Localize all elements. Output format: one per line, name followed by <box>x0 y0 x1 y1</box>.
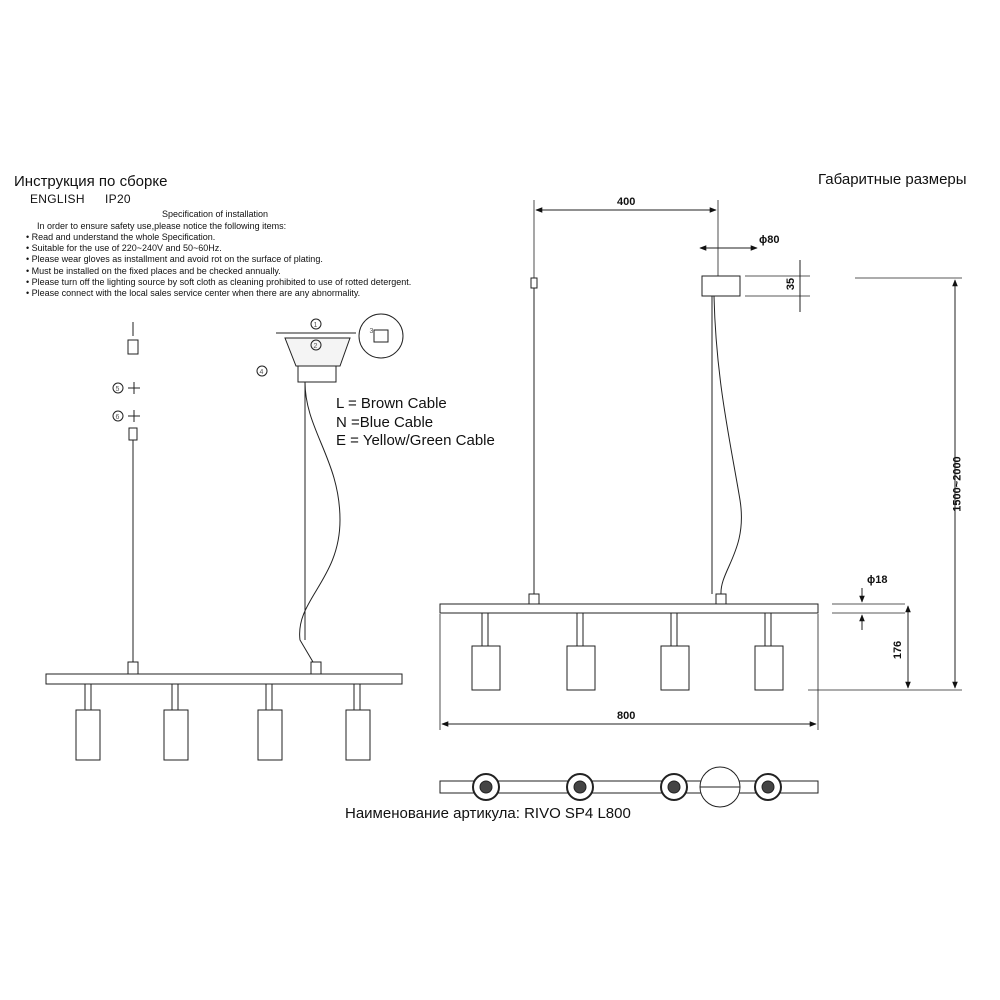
bar-connector <box>127 661 139 675</box>
step-4-number: 4 <box>260 369 264 376</box>
dimensions-title: Габаритные размеры <box>818 171 967 188</box>
bar-right <box>439 603 819 614</box>
spec-item: • Please wear gloves as installment and … <box>26 254 323 265</box>
language-label: ENGLISH <box>30 192 85 206</box>
wiring-line-earth: E = Yellow/Green Cable <box>336 432 495 449</box>
spec-intro: In order to ensure safety use,please not… <box>37 221 287 231</box>
step-number: 6 <box>116 414 120 421</box>
dim-canopy-diameter-label: ϕ80 <box>759 234 780 246</box>
step-3-number: 3 <box>370 328 374 335</box>
shade-right-2 <box>566 612 596 691</box>
power-cable <box>713 295 742 595</box>
hanging-hardware <box>127 322 139 441</box>
spot-top-view <box>754 773 782 801</box>
bottom-view <box>439 766 819 808</box>
bar-left <box>45 673 403 685</box>
step-5-marker: 5 <box>112 382 140 394</box>
assembly-drawing: 5 6 1 2 3 4 <box>45 313 404 761</box>
spot-top-view <box>566 773 594 801</box>
step-1-number: 1 <box>314 322 318 329</box>
dim-total-length-label: 800 <box>617 710 636 722</box>
spec-item: • Must be installed on the fixed places … <box>26 265 281 276</box>
spot-top-view <box>660 773 688 801</box>
spec-item: • Please connect with the local sales se… <box>26 288 361 299</box>
shade-left-4 <box>345 683 371 761</box>
spot-top-view <box>472 773 500 801</box>
shade-left-3 <box>257 683 283 761</box>
shade-left-2 <box>163 683 189 761</box>
shade-left-1 <box>75 683 101 761</box>
spec-item: • Please turn off the lighting source by… <box>26 276 412 287</box>
step-6-marker: 6 <box>112 410 140 422</box>
spec-item: • Suitable for the use of 220~240V and 5… <box>26 243 222 254</box>
shade-right-4 <box>754 612 784 691</box>
wiring-line-live: L = Brown Cable <box>336 395 447 412</box>
dimension-drawing <box>439 200 962 808</box>
ip-rating-label: IP20 <box>105 192 131 206</box>
dim-spacing-label: 400 <box>617 196 636 208</box>
shade-right-1 <box>471 612 501 691</box>
wire-anchor <box>530 277 538 289</box>
spec-item: • Read and understand the whole Specific… <box>26 232 216 242</box>
canopy-assembly <box>256 313 404 383</box>
wiring-legend: L = Brown Cable N =Blue Cable E = Yellow… <box>336 395 495 451</box>
step-2-number: 2 <box>314 343 318 350</box>
step-number: 5 <box>116 386 120 393</box>
canopy <box>701 275 741 297</box>
bar-connector <box>310 661 322 675</box>
spec-list: • Read and understand the whole Specific… <box>26 232 411 299</box>
assembly-instructions-title: Инструкция по сборке <box>14 173 168 190</box>
spec-title: Specification of installation <box>162 209 269 219</box>
wiring-line-neutral: N =Blue Cable <box>336 413 434 431</box>
article-name: Наименование артикула: RIVO SP4 L800 <box>345 805 631 822</box>
shade-right-3 <box>660 612 690 691</box>
dim-bar-diameter-label: ϕ18 <box>867 574 888 586</box>
power-cable <box>299 381 341 663</box>
